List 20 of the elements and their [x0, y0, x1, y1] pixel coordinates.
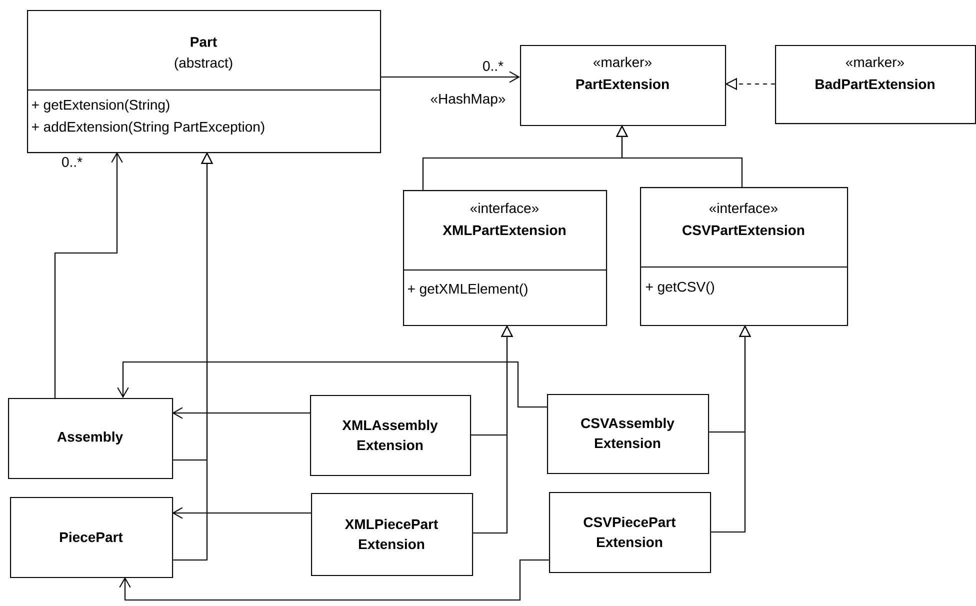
interface-box: «interface» CSVPartExtension + getCSV()	[640, 187, 848, 326]
class-box: XMLAssembly Extension	[310, 395, 472, 476]
class-box: Assembly	[8, 398, 174, 480]
connector-arrow	[119, 559, 549, 601]
edge-label: «HashMap»	[428, 92, 508, 108]
connector-arrow	[172, 407, 310, 419]
connector-arrow	[117, 361, 547, 408]
class-box: «marker» BadPartExtension	[775, 45, 976, 124]
multiplicity-label: 0..*	[483, 61, 504, 71]
class-box: «marker» PartExtension	[520, 45, 726, 126]
class-box: CSVPiecePart Extension	[549, 492, 712, 574]
class-box: CSVAssembly Extension	[547, 394, 710, 474]
interface-box: «interface» XMLPartExtension + getXMLElement()	[403, 190, 608, 326]
class-box: Part (abstract) + getExtension(String) + addExtension(String PartException)	[27, 10, 382, 154]
connector-arrow	[172, 507, 311, 519]
connector-arrow	[54, 152, 123, 398]
connector-arrow	[380, 71, 520, 83]
class-box: XMLPiecePart Extension	[311, 493, 474, 576]
class-box: PiecePart	[10, 497, 174, 578]
multiplicity-label: 0..*	[62, 157, 82, 167]
